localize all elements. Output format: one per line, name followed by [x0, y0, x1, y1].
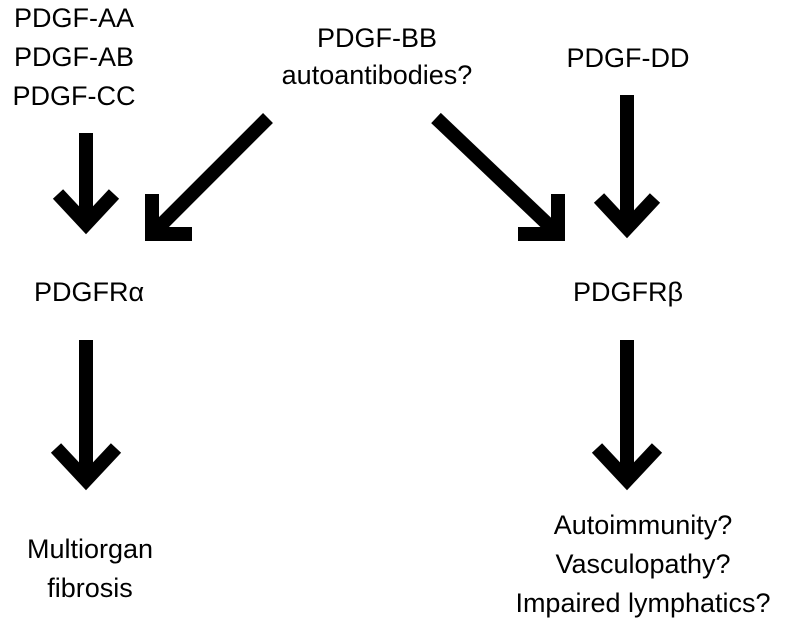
arrow-bb-to-pdgfra [145, 113, 273, 241]
center-ligand-label: PDGF-BB autoantibodies? [262, 22, 492, 92]
receptor-alpha-label: PDGFRα [14, 276, 164, 309]
outcome-impaired-lymphatics: Impaired lymphatics? [515, 588, 771, 618]
ligand-pdgf-cc: PDGF-CC [12, 81, 136, 111]
outcome-alpha-label: Multiorgan fibrosis [0, 533, 180, 605]
ligand-pdgf-aa: PDGF-AA [13, 3, 134, 33]
outcome-autoimmunity: Autoimmunity? [553, 510, 733, 540]
receptor-beta-label: PDGFRβ [548, 276, 708, 309]
arrow-dd-to-pdgfrb [593, 95, 661, 239]
receptor-beta: PDGFRβ [572, 277, 684, 307]
ligand-pdgf-bb: PDGF-BB [316, 23, 437, 53]
arrow-left-ligands-to-pdgfra [52, 133, 120, 235]
outcome-beta-label: Autoimmunity? Vasculopathy? Impaired lym… [488, 509, 798, 620]
receptor-alpha: PDGFRα [33, 277, 145, 307]
arrow-bb-to-pdgfrb [431, 112, 565, 241]
ligand-pdgf-dd: PDGF-DD [566, 43, 690, 73]
outcome-multiorgan: Multiorgan [26, 534, 154, 564]
left-ligands-label: PDGF-AA PDGF-AB PDGF-CC [4, 2, 144, 113]
right-ligand-label: PDGF-DD [548, 42, 708, 75]
ligand-pdgf-ab: PDGF-AB [13, 42, 134, 72]
autoantibodies-text: autoantibodies? [281, 60, 473, 90]
arrow-pdgfra-to-fibrosis [50, 340, 122, 491]
outcome-vasculopathy: Vasculopathy? [555, 549, 731, 579]
arrow-pdgfrb-to-outcomes [591, 340, 663, 491]
outcome-fibrosis: fibrosis [47, 573, 133, 603]
